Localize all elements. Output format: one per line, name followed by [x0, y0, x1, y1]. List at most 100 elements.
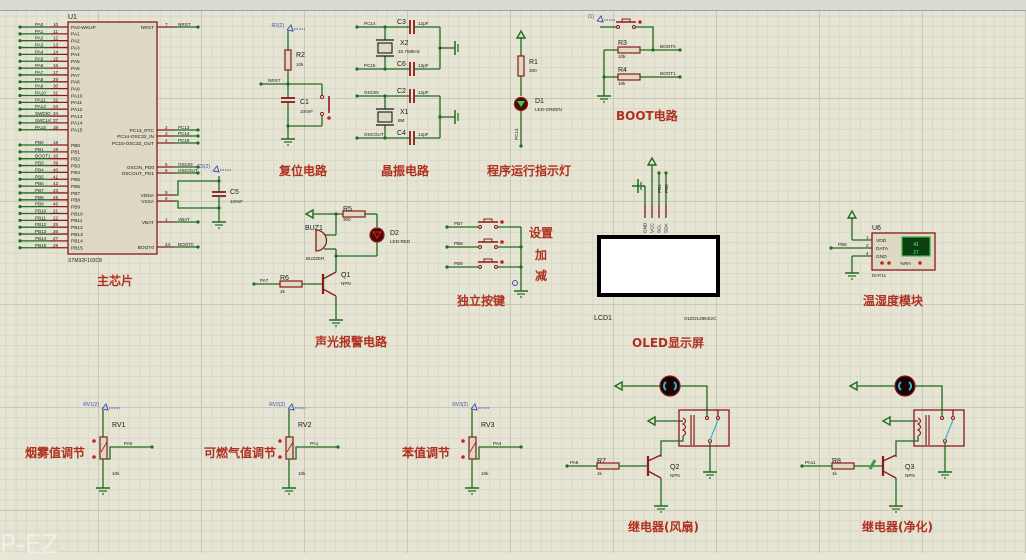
key-terminal-pb7 — [445, 225, 449, 229]
dht-mode-button — [918, 261, 922, 265]
cursor-crosshair-icon — [512, 280, 518, 286]
reset-probe-icon — [286, 23, 294, 32]
relay-purifier-net: PA11 — [805, 460, 816, 465]
key-button-knob[interactable] — [483, 258, 493, 263]
buzzer-icon — [315, 229, 328, 252]
mcu-pin-number: 9 — [165, 190, 168, 195]
run-led-power-icon — [515, 29, 527, 39]
boot-probe-icon — [596, 14, 604, 23]
section-main-chip: 主芯片 — [97, 274, 134, 288]
x1-cap-a-val: 12pF — [418, 90, 429, 95]
x1-net-b-terminal — [355, 136, 359, 140]
key-net-label: PB8 — [454, 241, 463, 246]
q1-emitter — [322, 288, 337, 297]
mcu-pin-name: OSCOUT_PD1 — [121, 171, 154, 177]
r5-ref: R5 — [343, 206, 352, 213]
dht-button-down — [880, 261, 884, 265]
c5-probe-label: C5(2) — [197, 164, 210, 170]
x2-cap-a-val: 12pF — [418, 21, 429, 26]
mcu-net-label: OSCIN — [178, 162, 193, 167]
mcu-pin-name: PA9 — [71, 86, 80, 92]
mcu-pin-name: PB2 — [71, 157, 80, 163]
pot-rv1-wiper — [100, 441, 108, 453]
pot-rv2-wiper — [286, 441, 294, 453]
dht-part: DHT11 — [872, 273, 887, 278]
buzzer-ref: BUZ1 — [305, 225, 323, 232]
mcu-pin-number: 45 — [53, 195, 59, 200]
pot-rv3-wiper — [469, 441, 477, 453]
mcu-pin-number: 2 — [165, 125, 168, 130]
mcu-pin-name: BOOT0 — [138, 245, 155, 251]
oled-net-scl: PB1 — [657, 184, 662, 193]
mcu-pin-terminal-pb2 — [18, 157, 22, 161]
mcu-net-label: PA3 — [35, 43, 44, 48]
relay-purifier-motor-glyph — [908, 381, 912, 391]
oled-pin-vcc: VCC — [650, 223, 655, 233]
mcu-pin-number: 34 — [53, 111, 59, 116]
mcu-pin-number: 3 — [165, 131, 168, 136]
mcu-pin-number: 43 — [53, 188, 59, 193]
mcu-pin-number: 17 — [53, 70, 59, 75]
key-button-handle — [500, 220, 504, 224]
mcu-pin-number: 41 — [53, 174, 59, 179]
mcu-pin-number: 16 — [53, 63, 59, 68]
mcu-net-label: OSCOUT — [178, 168, 198, 173]
mcu-net-label: PB9 — [35, 202, 44, 207]
r1-value: 300 — [529, 68, 537, 73]
mcu-pin-number: 25 — [53, 222, 59, 227]
mcu-pin-number: 39 — [53, 161, 59, 166]
mcu-pin-terminal-pc13_rtc — [196, 128, 200, 132]
mcu-pin-number: 38 — [53, 125, 59, 130]
mcu-pin-terminal-pc14-osc32_in — [196, 134, 200, 138]
oled-display-icon[interactable] — [597, 235, 720, 297]
dht-lcd-display — [901, 236, 931, 257]
r2-ref: R2 — [296, 52, 305, 59]
relay-fan-relay-icon[interactable] — [678, 409, 730, 447]
mcu-pin-number: 15 — [53, 56, 59, 61]
r4-ref: R4 — [618, 67, 627, 74]
mcu-pin-number: 42 — [53, 181, 59, 186]
relay-purifier-net-terminal — [800, 464, 804, 468]
mcu-pin-name: PA0-WKUP — [71, 25, 96, 31]
relay-purifier-motor-power-icon — [848, 380, 858, 392]
alarm-power-icon — [304, 208, 314, 220]
x2-net-b: PC15 — [364, 63, 376, 68]
mcu-pin-terminal-pb12 — [18, 225, 22, 229]
mcu-net-label: BOOT1 — [35, 154, 51, 159]
r5-value: 300 — [343, 217, 351, 222]
mcu-pin-terminal-pb6 — [18, 184, 22, 188]
relay-fan-motor-glyph — [663, 381, 667, 391]
wire — [647, 454, 662, 462]
mcu-net-label: PA1 — [35, 29, 44, 34]
key-contact — [478, 225, 482, 229]
pot-rv1-ctrl-down — [92, 455, 96, 459]
mcu-body[interactable] — [67, 21, 158, 255]
mcu-net-label: PA12 — [35, 104, 46, 109]
oled-ref: LCD1 — [594, 315, 612, 322]
mcu-pin-number: 8 — [165, 196, 168, 201]
relay-purifier-motor-wire — [915, 385, 943, 416]
r1-ref: R1 — [529, 59, 538, 66]
mcu-pin-name: PC15-OSC32_OUT — [112, 141, 154, 147]
d1-value: LED-GREEN — [535, 107, 562, 112]
wire — [882, 454, 897, 462]
relay-purifier-coil — [916, 417, 922, 437]
mcu-pin-name: VBAT — [142, 220, 154, 226]
q1-ref: Q1 — [341, 272, 350, 279]
key-button-knob[interactable] — [483, 238, 493, 243]
c1-ref: C1 — [300, 99, 309, 106]
relay-purifier-relay-icon[interactable] — [913, 409, 965, 447]
d1-led-glyph — [517, 101, 525, 107]
mcu-pin-number: 37 — [53, 118, 59, 123]
mcu-pin-name: PA4 — [71, 52, 80, 58]
mcu-pin-name: PB1 — [71, 150, 80, 156]
mcu-pin-number: 4 — [165, 138, 168, 143]
mcu-pin-name: PB10 — [71, 211, 83, 217]
x1-net-a: OSCIN — [364, 90, 379, 95]
junction-dot — [657, 171, 661, 175]
relay-purifier-motor-icon — [894, 375, 916, 397]
key-button-knob[interactable] — [483, 218, 493, 223]
relay-fan-coil-power-icon — [646, 415, 656, 427]
mcu-pin-number: 1 — [165, 217, 168, 222]
relay-purifier-contact — [951, 416, 955, 420]
